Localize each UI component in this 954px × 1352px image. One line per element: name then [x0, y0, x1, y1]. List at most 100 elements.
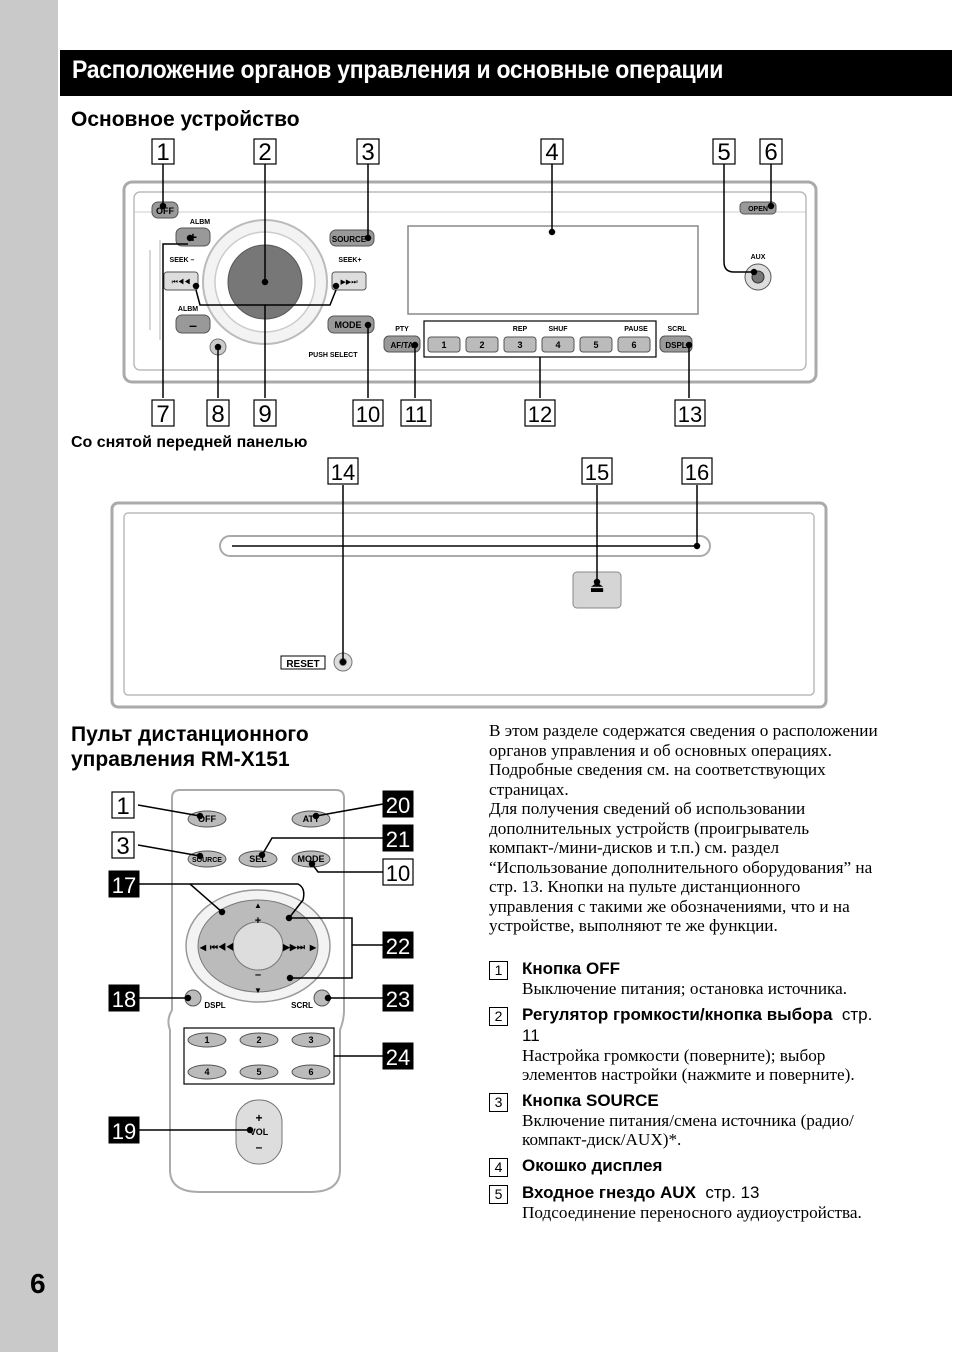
svg-text:18: 18 [112, 987, 136, 1012]
list-item: 2 Регулятор громкости/кнопка выбора стр.… [489, 1004, 884, 1084]
svg-text:3: 3 [116, 833, 129, 860]
callout-2: 2 [258, 139, 271, 166]
svg-text:PAUSE: PAUSE [624, 326, 648, 333]
svg-text:DSPL: DSPL [665, 341, 686, 350]
main-unit-heading: Основное устройство [71, 108, 300, 131]
svg-text:7: 7 [156, 401, 169, 428]
list-item: 1 Кнопка OFF Выключение питания; останов… [489, 958, 884, 998]
off-button-label: OFF [156, 206, 174, 216]
svg-text:SEEK+: SEEK+ [338, 257, 361, 264]
svg-text:1: 1 [116, 793, 129, 820]
removed-panel-diagram: ⏏ RESET 14 15 16 [110, 457, 828, 709]
callout-1: 1 [156, 139, 169, 166]
svg-text:2: 2 [256, 1035, 261, 1045]
svg-text:20: 20 [386, 793, 410, 818]
svg-text:5: 5 [593, 340, 598, 350]
svg-text:+: + [255, 915, 261, 927]
svg-text:10: 10 [356, 402, 380, 427]
list-item: 4 Окошко дисплея [489, 1155, 884, 1177]
svg-text:22: 22 [386, 934, 410, 959]
svg-text:9: 9 [258, 401, 271, 428]
svg-text:MODE: MODE [335, 320, 362, 330]
svg-text:SCRL: SCRL [291, 1001, 313, 1010]
svg-text:19: 19 [112, 1119, 136, 1144]
svg-text:13: 13 [678, 402, 702, 427]
svg-text:▶: ▶ [309, 943, 317, 952]
svg-text:DSPL: DSPL [204, 1001, 225, 1010]
svg-text:REP: REP [513, 326, 528, 333]
section-title: Расположение органов управления и основн… [72, 56, 724, 84]
svg-text:1: 1 [441, 340, 446, 350]
callout-4: 4 [545, 139, 558, 166]
svg-text:10: 10 [386, 861, 410, 886]
svg-text:OPEN: OPEN [748, 206, 768, 213]
svg-text:–: – [189, 317, 197, 333]
remote-heading-line2: управления RM-X151 [71, 748, 290, 771]
svg-text:8: 8 [211, 401, 224, 428]
intro-text: В этом разделе содержатся сведения о рас… [489, 721, 879, 936]
svg-text:SCRL: SCRL [667, 326, 687, 333]
list-item: 5 Входное гнездо AUX стр. 13 Подсоединен… [489, 1182, 884, 1222]
svg-text:AF/TA: AF/TA [391, 341, 414, 350]
svg-text:6: 6 [308, 1067, 313, 1077]
svg-text:▶▶⏭: ▶▶⏭ [340, 279, 358, 286]
list-item: 3 Кнопка SOURCE Включение питания/смена … [489, 1090, 884, 1149]
svg-text:SEL: SEL [249, 854, 267, 864]
reset-label: RESET [286, 659, 319, 670]
svg-text:SHUF: SHUF [548, 326, 568, 333]
svg-text:15: 15 [585, 460, 609, 485]
main-unit-diagram: 1 2 3 4 5 6 OFF ALBM + SEEK – ⏮◀◀ SE [122, 138, 818, 428]
svg-text:PTY: PTY [395, 326, 409, 333]
svg-text:ALBM: ALBM [190, 219, 210, 226]
section-title-bar: Расположение органов управления и основн… [60, 50, 952, 96]
svg-text:⏮◀◀: ⏮◀◀ [172, 278, 191, 286]
callout-5: 5 [717, 139, 730, 166]
page-sidebar [0, 0, 58, 1352]
svg-text:–: – [255, 969, 261, 981]
svg-text:5: 5 [256, 1067, 261, 1077]
svg-text:17: 17 [112, 873, 136, 898]
svg-text:3: 3 [517, 340, 522, 350]
remote-diagram: OFF ATT SOURCE SEL MODE ▲ + – ▼ ⏮◀◀ ▶▶⏭ … [108, 789, 414, 1193]
svg-text:11: 11 [405, 402, 428, 427]
svg-text:AUX: AUX [751, 254, 766, 261]
svg-text:PUSH SELECT: PUSH SELECT [308, 352, 358, 359]
intro-paragraph-2: Для получения сведений об использовании … [489, 799, 873, 935]
svg-text:3: 3 [308, 1035, 313, 1045]
callout-3: 3 [361, 139, 374, 166]
svg-text:OFF: OFF [198, 814, 216, 824]
svg-text:▼: ▼ [254, 986, 262, 995]
page-number: 6 [30, 1268, 46, 1299]
remote-heading: Пульт дистанционного управления RM-X151 [71, 722, 309, 772]
svg-text:4: 4 [204, 1067, 209, 1077]
svg-text:23: 23 [386, 987, 410, 1012]
remote-heading-line1: Пульт дистанционного [71, 723, 309, 746]
svg-text:◀: ◀ [199, 943, 207, 952]
intro-paragraph-1: В этом разделе содержатся сведения о рас… [489, 721, 878, 799]
svg-text:12: 12 [528, 402, 552, 427]
callout-6: 6 [764, 139, 777, 166]
svg-text:VOL: VOL [250, 1127, 269, 1137]
svg-text:▶▶⏭: ▶▶⏭ [282, 942, 306, 952]
svg-text:21: 21 [386, 827, 410, 852]
svg-text:SOURCE: SOURCE [332, 235, 367, 244]
svg-text:6: 6 [631, 340, 636, 350]
svg-text:+: + [255, 1111, 262, 1125]
svg-text:4: 4 [555, 340, 560, 350]
items-list: 1 Кнопка OFF Выключение питания; останов… [489, 958, 884, 1228]
svg-text:ATT: ATT [303, 814, 320, 824]
svg-text:SOURCE: SOURCE [192, 857, 222, 864]
svg-text:1: 1 [204, 1035, 209, 1045]
svg-text:16: 16 [685, 460, 709, 485]
svg-text:⏮◀◀: ⏮◀◀ [210, 942, 234, 952]
svg-text:SEEK –: SEEK – [170, 257, 195, 264]
svg-text:ALBM: ALBM [178, 306, 198, 313]
svg-text:▲: ▲ [254, 901, 262, 910]
svg-text:–: – [256, 1140, 263, 1154]
removed-panel-heading: Со снятой передней панелью [71, 434, 308, 451]
svg-text:24: 24 [386, 1045, 410, 1070]
svg-text:MODE: MODE [298, 854, 325, 864]
svg-text:14: 14 [331, 460, 355, 485]
svg-text:2: 2 [479, 340, 484, 350]
